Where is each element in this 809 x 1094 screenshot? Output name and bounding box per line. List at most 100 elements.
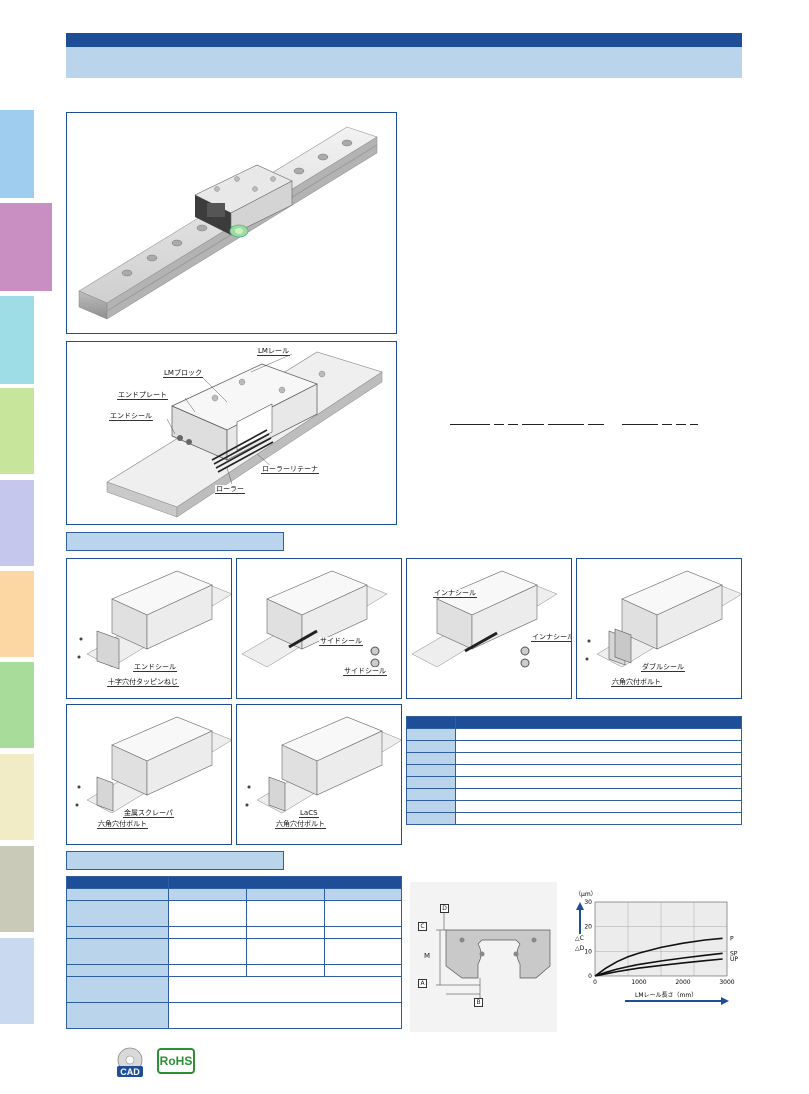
table-cell [324, 964, 402, 977]
table-key-cell [66, 976, 169, 1003]
table-key-cell [406, 764, 456, 777]
option-panel-metal-scraper: 金属スクレーパ 六角穴付ボルト [66, 704, 232, 845]
side-tab-2-active[interactable] [0, 203, 52, 291]
table-row [66, 900, 402, 927]
series-line-up [594, 958, 723, 977]
structure-cutaway-illustration [106, 351, 383, 518]
callout-side-seal-1: サイドシール [319, 637, 363, 646]
side-tab-5[interactable] [0, 480, 34, 566]
table-key-cell [406, 728, 456, 741]
table-cell [455, 752, 742, 765]
side-tab-9[interactable] [0, 846, 34, 932]
table-cell [168, 938, 247, 965]
callout-inner-seal-1: インナシール [433, 589, 477, 598]
table-cell [455, 728, 742, 741]
table-key-cell [66, 900, 169, 927]
table-subheader-row [66, 888, 402, 901]
table-key-cell [66, 926, 169, 939]
table-cell [455, 740, 742, 753]
y-label-d: △D [575, 945, 585, 952]
table-cell [168, 964, 247, 977]
table-row [66, 964, 402, 977]
table-header-cell [406, 716, 456, 729]
double-seal-illustration [585, 570, 741, 668]
side-tab-4[interactable] [0, 388, 34, 474]
callout-tapping-screw: 十字穴付タッピンねじ [107, 678, 179, 687]
datum-c: C [418, 922, 427, 931]
label-roller: ローラー [215, 485, 245, 494]
callout-double-seal: ダブルシール [641, 663, 685, 672]
page-header-bar [66, 33, 742, 47]
table-cell [246, 964, 325, 977]
dimension-figure: D C M A B [410, 882, 557, 1032]
table-cell [455, 764, 742, 777]
table-cell [455, 776, 742, 789]
table-header-row [66, 876, 402, 889]
datum-a: A [418, 979, 427, 988]
section-label-bar-accuracy [66, 851, 284, 870]
rohs-logo: RoHS [157, 1048, 195, 1074]
option-panel-double-seal: ダブルシール 六角穴付ボルト [576, 558, 742, 699]
table-cell [324, 926, 402, 939]
unit-label: （μm） [575, 891, 597, 898]
series-line-sp [594, 952, 723, 977]
side-tab-8[interactable] [0, 754, 34, 840]
callout-side-seal-2: サイドシール [343, 667, 387, 676]
label-end-plate: エンドプレート [117, 391, 168, 400]
side-tab-1[interactable] [0, 110, 34, 198]
table-cell [246, 938, 325, 965]
text-underline [522, 424, 544, 425]
side-tab-7[interactable] [0, 662, 34, 748]
table-header-cell [66, 876, 169, 889]
text-underline [548, 424, 584, 425]
callout-hex-bolt-1: 六角穴付ボルト [611, 678, 662, 687]
table-header-row [406, 716, 742, 729]
table-key-cell [66, 964, 169, 977]
text-underline [450, 424, 490, 425]
callout-hex-bolt-2: 六角穴付ボルト [97, 820, 148, 829]
table-cell [455, 788, 742, 801]
table-key-cell [406, 788, 456, 801]
side-tab-10[interactable] [0, 938, 34, 1024]
y-tick-label: 0 [588, 973, 592, 980]
seal-options-table [406, 716, 742, 825]
cad-disc-icon: CAD [117, 1047, 143, 1077]
structure-figure-frame: LMレール LMブロック エンドプレート エンドシール ローラーリテーナ ローラ… [66, 341, 397, 525]
table-subheader-cell [168, 888, 247, 901]
x-tick-label: 1000 [631, 979, 646, 986]
text-underline [622, 424, 658, 425]
lacs-illustration [245, 716, 401, 814]
section-label-bar-options [66, 532, 284, 551]
callout-end-seal: エンドシール [133, 663, 177, 672]
series-label-sp: SP [730, 950, 738, 957]
x-tick-label: 0 [593, 979, 597, 986]
y-tick-label: 20 [584, 924, 592, 931]
series-label-up: UP [730, 956, 738, 963]
accuracy-table [66, 876, 402, 1029]
block-profile-drawing [436, 906, 551, 1002]
y-label-c: △C [575, 935, 584, 942]
x-axis-arrow-head [721, 997, 729, 1005]
table-row [406, 788, 742, 801]
dim-m: M [424, 952, 431, 960]
side-tab-6[interactable] [0, 571, 34, 657]
option-panel-end-seal: エンドシール 十字穴付タッピンねじ [66, 558, 232, 699]
label-end-seal: エンドシール [109, 412, 153, 421]
side-seal-illustration [241, 570, 388, 668]
text-underline [508, 424, 518, 425]
product-image-frame [66, 112, 397, 334]
table-cell [324, 938, 402, 965]
table-cell [168, 976, 402, 1003]
table-subheader-cell [324, 888, 402, 901]
text-underline [662, 424, 672, 425]
side-tab-3[interactable] [0, 296, 34, 384]
x-tick-label: 3000 [719, 979, 734, 986]
label-lm-rail: LMレール [257, 347, 290, 356]
table-cell [168, 1002, 402, 1029]
datum-d: D [440, 904, 449, 913]
table-cell [455, 800, 742, 813]
option-panel-side-seal: サイドシール サイドシール [236, 558, 402, 699]
cad-logo[interactable]: CAD [113, 1046, 147, 1080]
cad-text: CAD [120, 1067, 140, 1077]
